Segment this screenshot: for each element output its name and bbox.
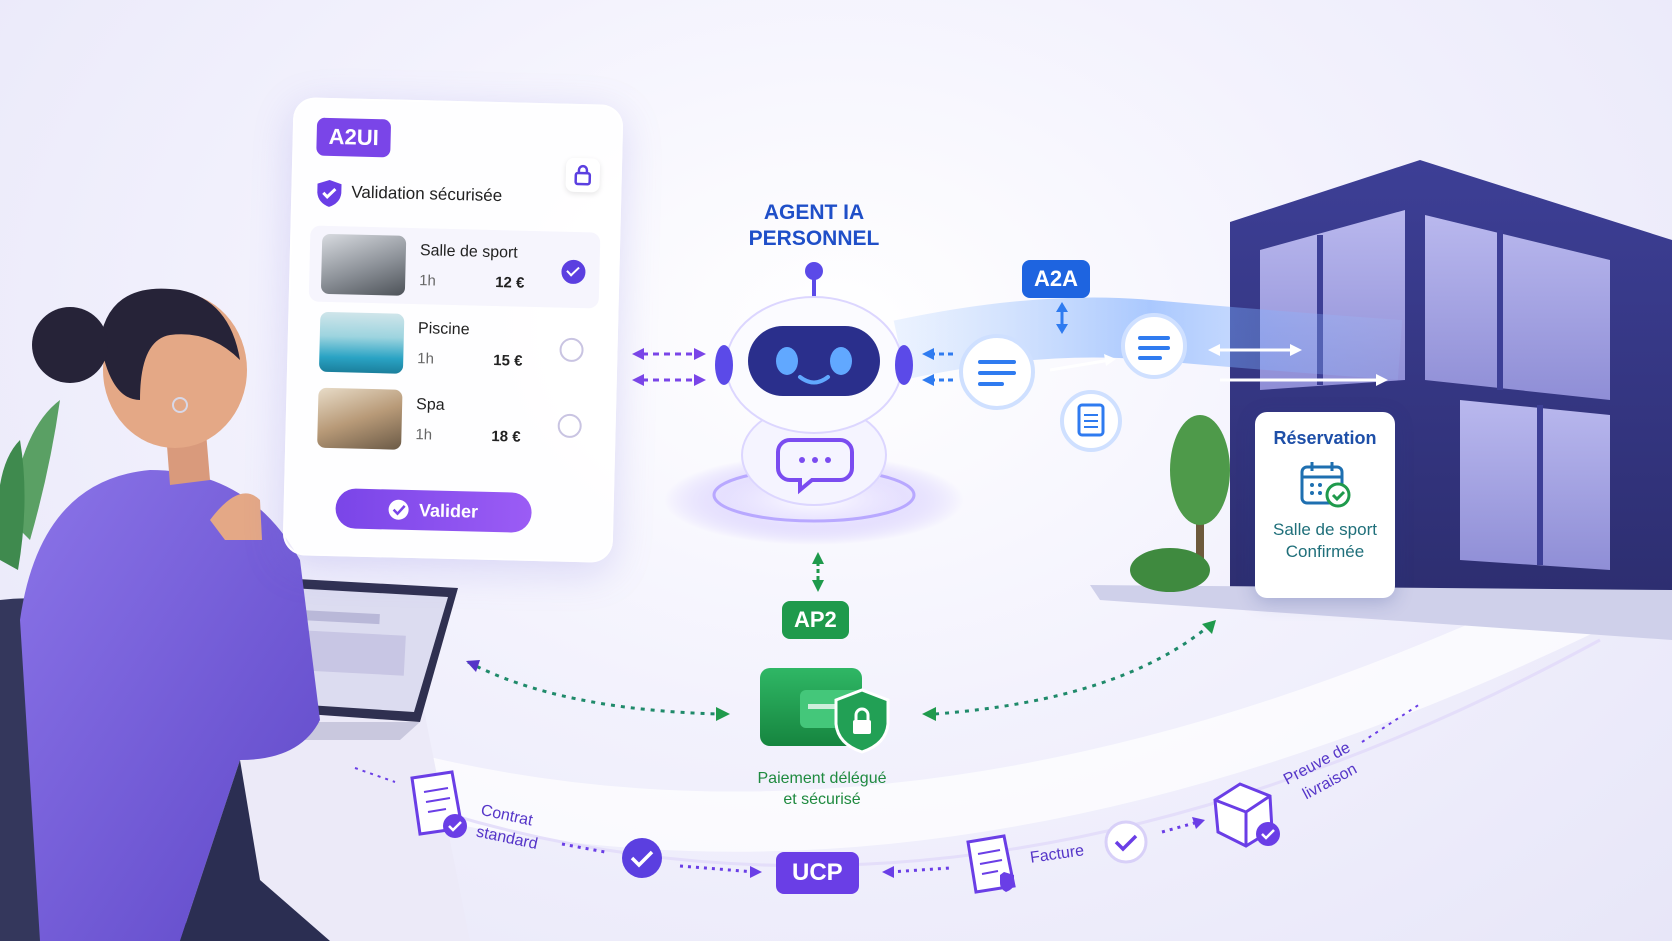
spa-thumbnail (317, 387, 403, 450)
option-radio[interactable] (557, 413, 582, 439)
option-price: 15 € (493, 351, 523, 370)
arrow-head (466, 660, 480, 672)
flow-arc (299, 638, 1601, 868)
a2ui-badge: A2UI (316, 117, 392, 158)
reservation-line2: Confirmée (1285, 542, 1365, 561)
flow-dots (679, 864, 756, 874)
flow-dots (1161, 820, 1199, 834)
ap2-badge: AP2 (782, 601, 849, 639)
payment-label: Paiement délégué et sécurisé (740, 768, 904, 810)
calendar-check-icon (1298, 459, 1352, 509)
option-duration: 1h (417, 350, 435, 368)
flow-dots (1361, 703, 1421, 743)
chat-bubble-icon (1121, 313, 1187, 379)
option-pool[interactable]: Piscine 1h 15 € (307, 303, 599, 386)
a2a-badge: A2A (1022, 260, 1091, 298)
agent-title-line1: AGENT IA (763, 201, 865, 224)
option-gym[interactable]: Salle de sport 1h 12 € (308, 225, 601, 309)
payment-line2: et sécurisé (783, 791, 861, 808)
chat-bubble-icon (959, 334, 1035, 410)
reservation-line1: Salle de sport (1273, 520, 1377, 539)
agent-title-line2: PERSONNEL (748, 227, 880, 250)
robot-agent-icon (715, 262, 913, 506)
plant-decoration (0, 400, 60, 570)
gym-thumbnail (320, 233, 407, 296)
option-duration: 1h (415, 426, 433, 444)
lock-icon (565, 157, 601, 193)
check-mark (1114, 834, 1138, 852)
option-name: Spa (415, 396, 445, 414)
arrow-head (882, 866, 894, 878)
invoice-document-icon (966, 834, 1016, 894)
option-duration: 1h (418, 272, 437, 290)
validation-title: Validation sécurisée (351, 182, 503, 206)
option-price: 18 € (491, 427, 521, 446)
option-radio-selected[interactable] (561, 259, 586, 285)
laptop-wallet-arrow (467, 660, 721, 716)
tree-decoration (1130, 415, 1230, 592)
option-price: 12 € (494, 274, 525, 292)
shield-check-icon (315, 178, 344, 214)
flow-dots (889, 866, 951, 874)
wallet-building-arrow (934, 623, 1211, 716)
agent-ap2-arrow (812, 552, 824, 592)
pool-thumbnail (318, 311, 405, 374)
agent-title: AGENT IA PERSONNEL (734, 200, 894, 252)
a2ui-agent-arrows (632, 348, 706, 386)
document-icon (1060, 390, 1122, 452)
a2ui-card: A2UI Validation sécurisée Salle de sport… (282, 97, 624, 563)
check-circle-icon (388, 499, 410, 520)
woman-at-laptop (20, 288, 330, 941)
option-name: Piscine (417, 320, 470, 339)
agent-a2a-arrows (922, 302, 1388, 386)
check-mark (630, 850, 654, 868)
arrow-head (750, 866, 762, 878)
arrow-head (1192, 817, 1205, 829)
ucp-badge: UCP (776, 852, 859, 894)
arrow-head (716, 707, 730, 721)
reservation-card: Réservation Salle de sport Confirmée (1255, 412, 1395, 598)
contract-document-icon (410, 770, 467, 838)
check-outline-icon (1104, 820, 1148, 864)
arrow-head (1202, 620, 1216, 634)
option-radio[interactable] (559, 337, 584, 363)
check-circle-icon (622, 838, 662, 878)
validate-label: Valider (418, 499, 479, 522)
wallet-lock-icon (760, 668, 890, 754)
arrow-head (922, 707, 936, 721)
reservation-title: Réservation (1273, 428, 1377, 448)
validate-button[interactable]: Valider (335, 488, 533, 533)
payment-line1: Paiement délégué (757, 770, 887, 787)
option-spa[interactable]: Spa 1h 18 € (305, 379, 597, 462)
package-icon (1213, 782, 1280, 848)
option-name: Salle de sport (419, 242, 518, 262)
